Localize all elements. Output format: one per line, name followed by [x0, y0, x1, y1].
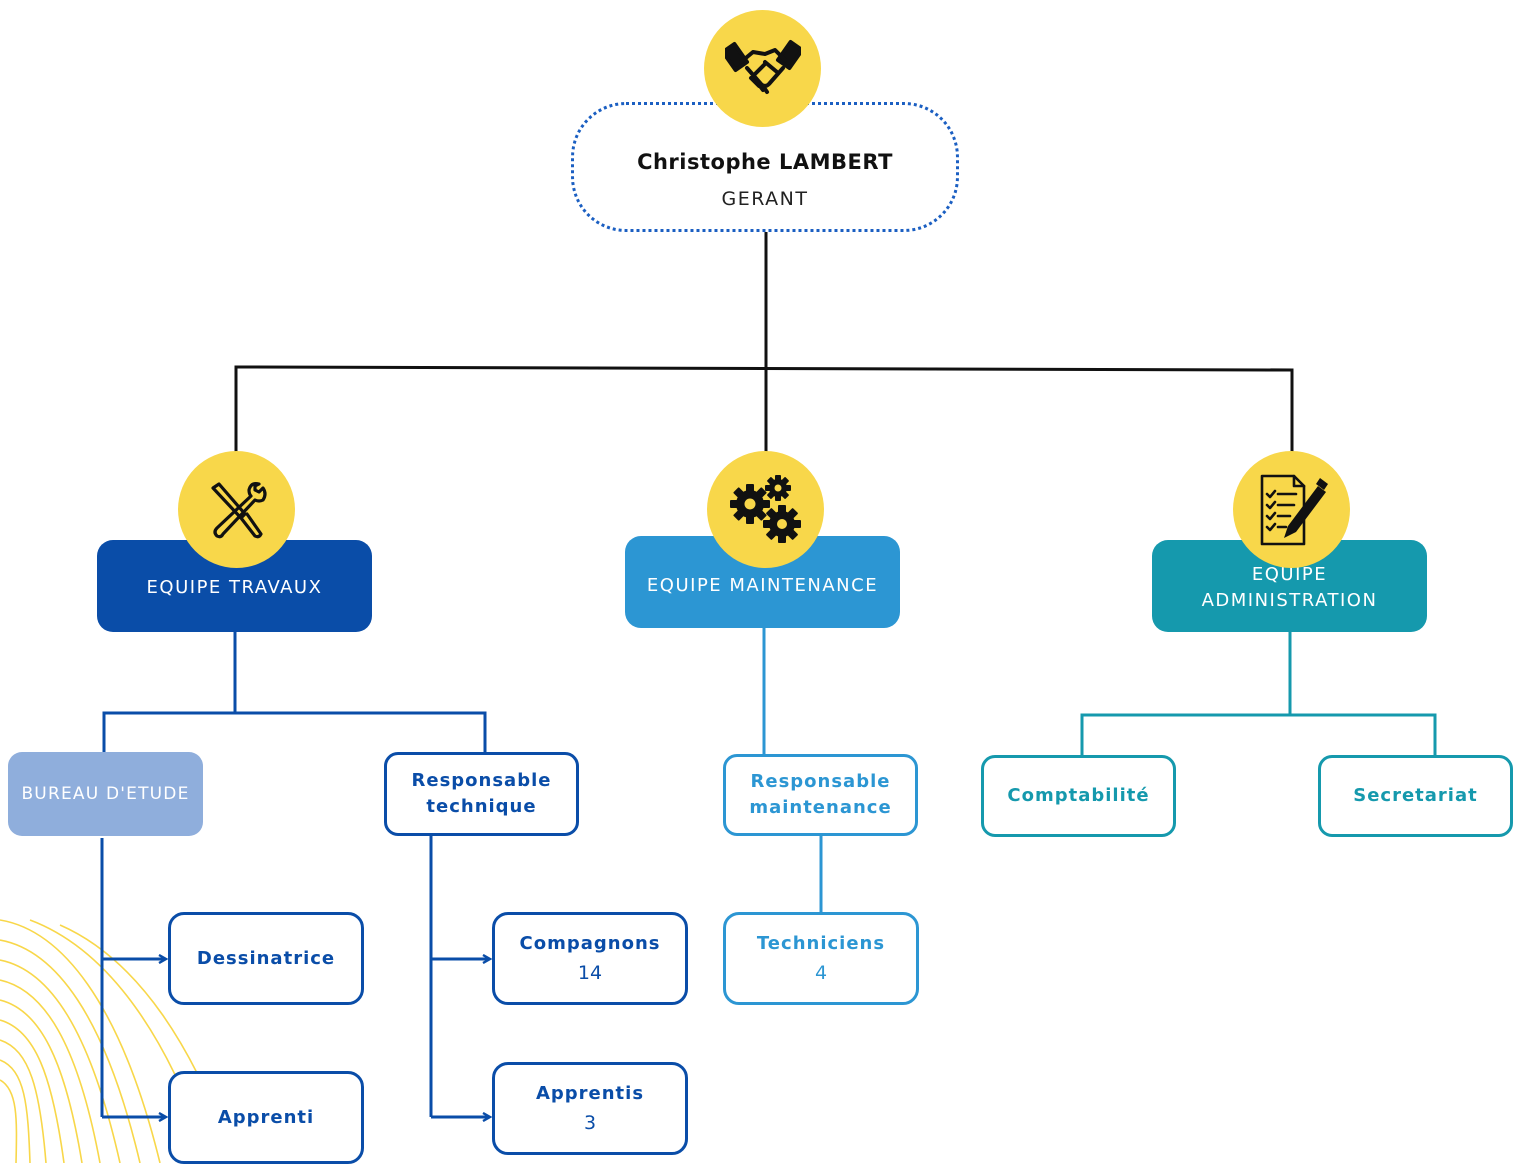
team-administration-label: EQUIPE ADMINISTRATION	[1201, 564, 1378, 611]
administration-icon-circle	[1233, 451, 1350, 568]
techniciens-count: 4	[814, 961, 828, 984]
compagnons-count: 14	[577, 961, 603, 984]
team-maintenance-label: EQUIPE MAINTENANCE	[646, 575, 879, 596]
responsable-technique-card: Responsable technique	[384, 752, 579, 836]
travaux-connector	[100, 632, 490, 1117]
manager-name: Christophe LAMBERT	[637, 150, 893, 174]
gears-icon	[729, 474, 801, 543]
bureau-etude-card: BUREAU D'ETUDE	[8, 752, 203, 836]
bureau-etude-label: BUREAU D'ETUDE	[21, 784, 190, 804]
secretariat-label: Secretariat	[1353, 785, 1478, 806]
handshake-icon	[724, 39, 801, 94]
maintenance-connector	[762, 628, 823, 914]
manager-role: GERANT	[721, 188, 809, 210]
maintenance-icon-circle	[707, 451, 824, 568]
dessinatrice-label: Dessinatrice	[196, 947, 336, 969]
techniciens-card: Techniciens 4	[723, 912, 919, 1005]
responsable-technique-label: Responsable technique	[411, 770, 552, 817]
apprentis-card: Apprentis 3	[492, 1062, 688, 1155]
responsable-maintenance-label: Responsable maintenance	[749, 771, 892, 818]
comptabilite-card: Comptabilité	[981, 755, 1176, 837]
comptabilite-label: Comptabilité	[1007, 785, 1150, 806]
compagnons-card: Compagnons 14	[492, 912, 688, 1005]
compagnons-label: Compagnons	[519, 932, 661, 954]
apprentis-count: 3	[583, 1111, 597, 1134]
apprenti-card: Apprenti	[168, 1071, 364, 1164]
travaux-icon-circle	[178, 451, 295, 568]
secretariat-card: Secretariat	[1318, 755, 1513, 837]
apprenti-label: Apprenti	[217, 1106, 315, 1128]
team-travaux-label: EQUIPE TRAVAUX	[146, 577, 323, 598]
top-level-connector	[234, 232, 1294, 452]
dessinatrice-card: Dessinatrice	[168, 912, 364, 1005]
administration-connector	[1080, 632, 1437, 755]
manager-icon-circle	[704, 10, 821, 127]
checklist-document-icon	[1260, 474, 1328, 545]
responsable-maintenance-card: Responsable maintenance	[723, 754, 918, 836]
tools-icon	[210, 481, 267, 538]
apprentis-label: Apprentis	[535, 1082, 645, 1104]
techniciens-label: Techniciens	[756, 932, 886, 954]
